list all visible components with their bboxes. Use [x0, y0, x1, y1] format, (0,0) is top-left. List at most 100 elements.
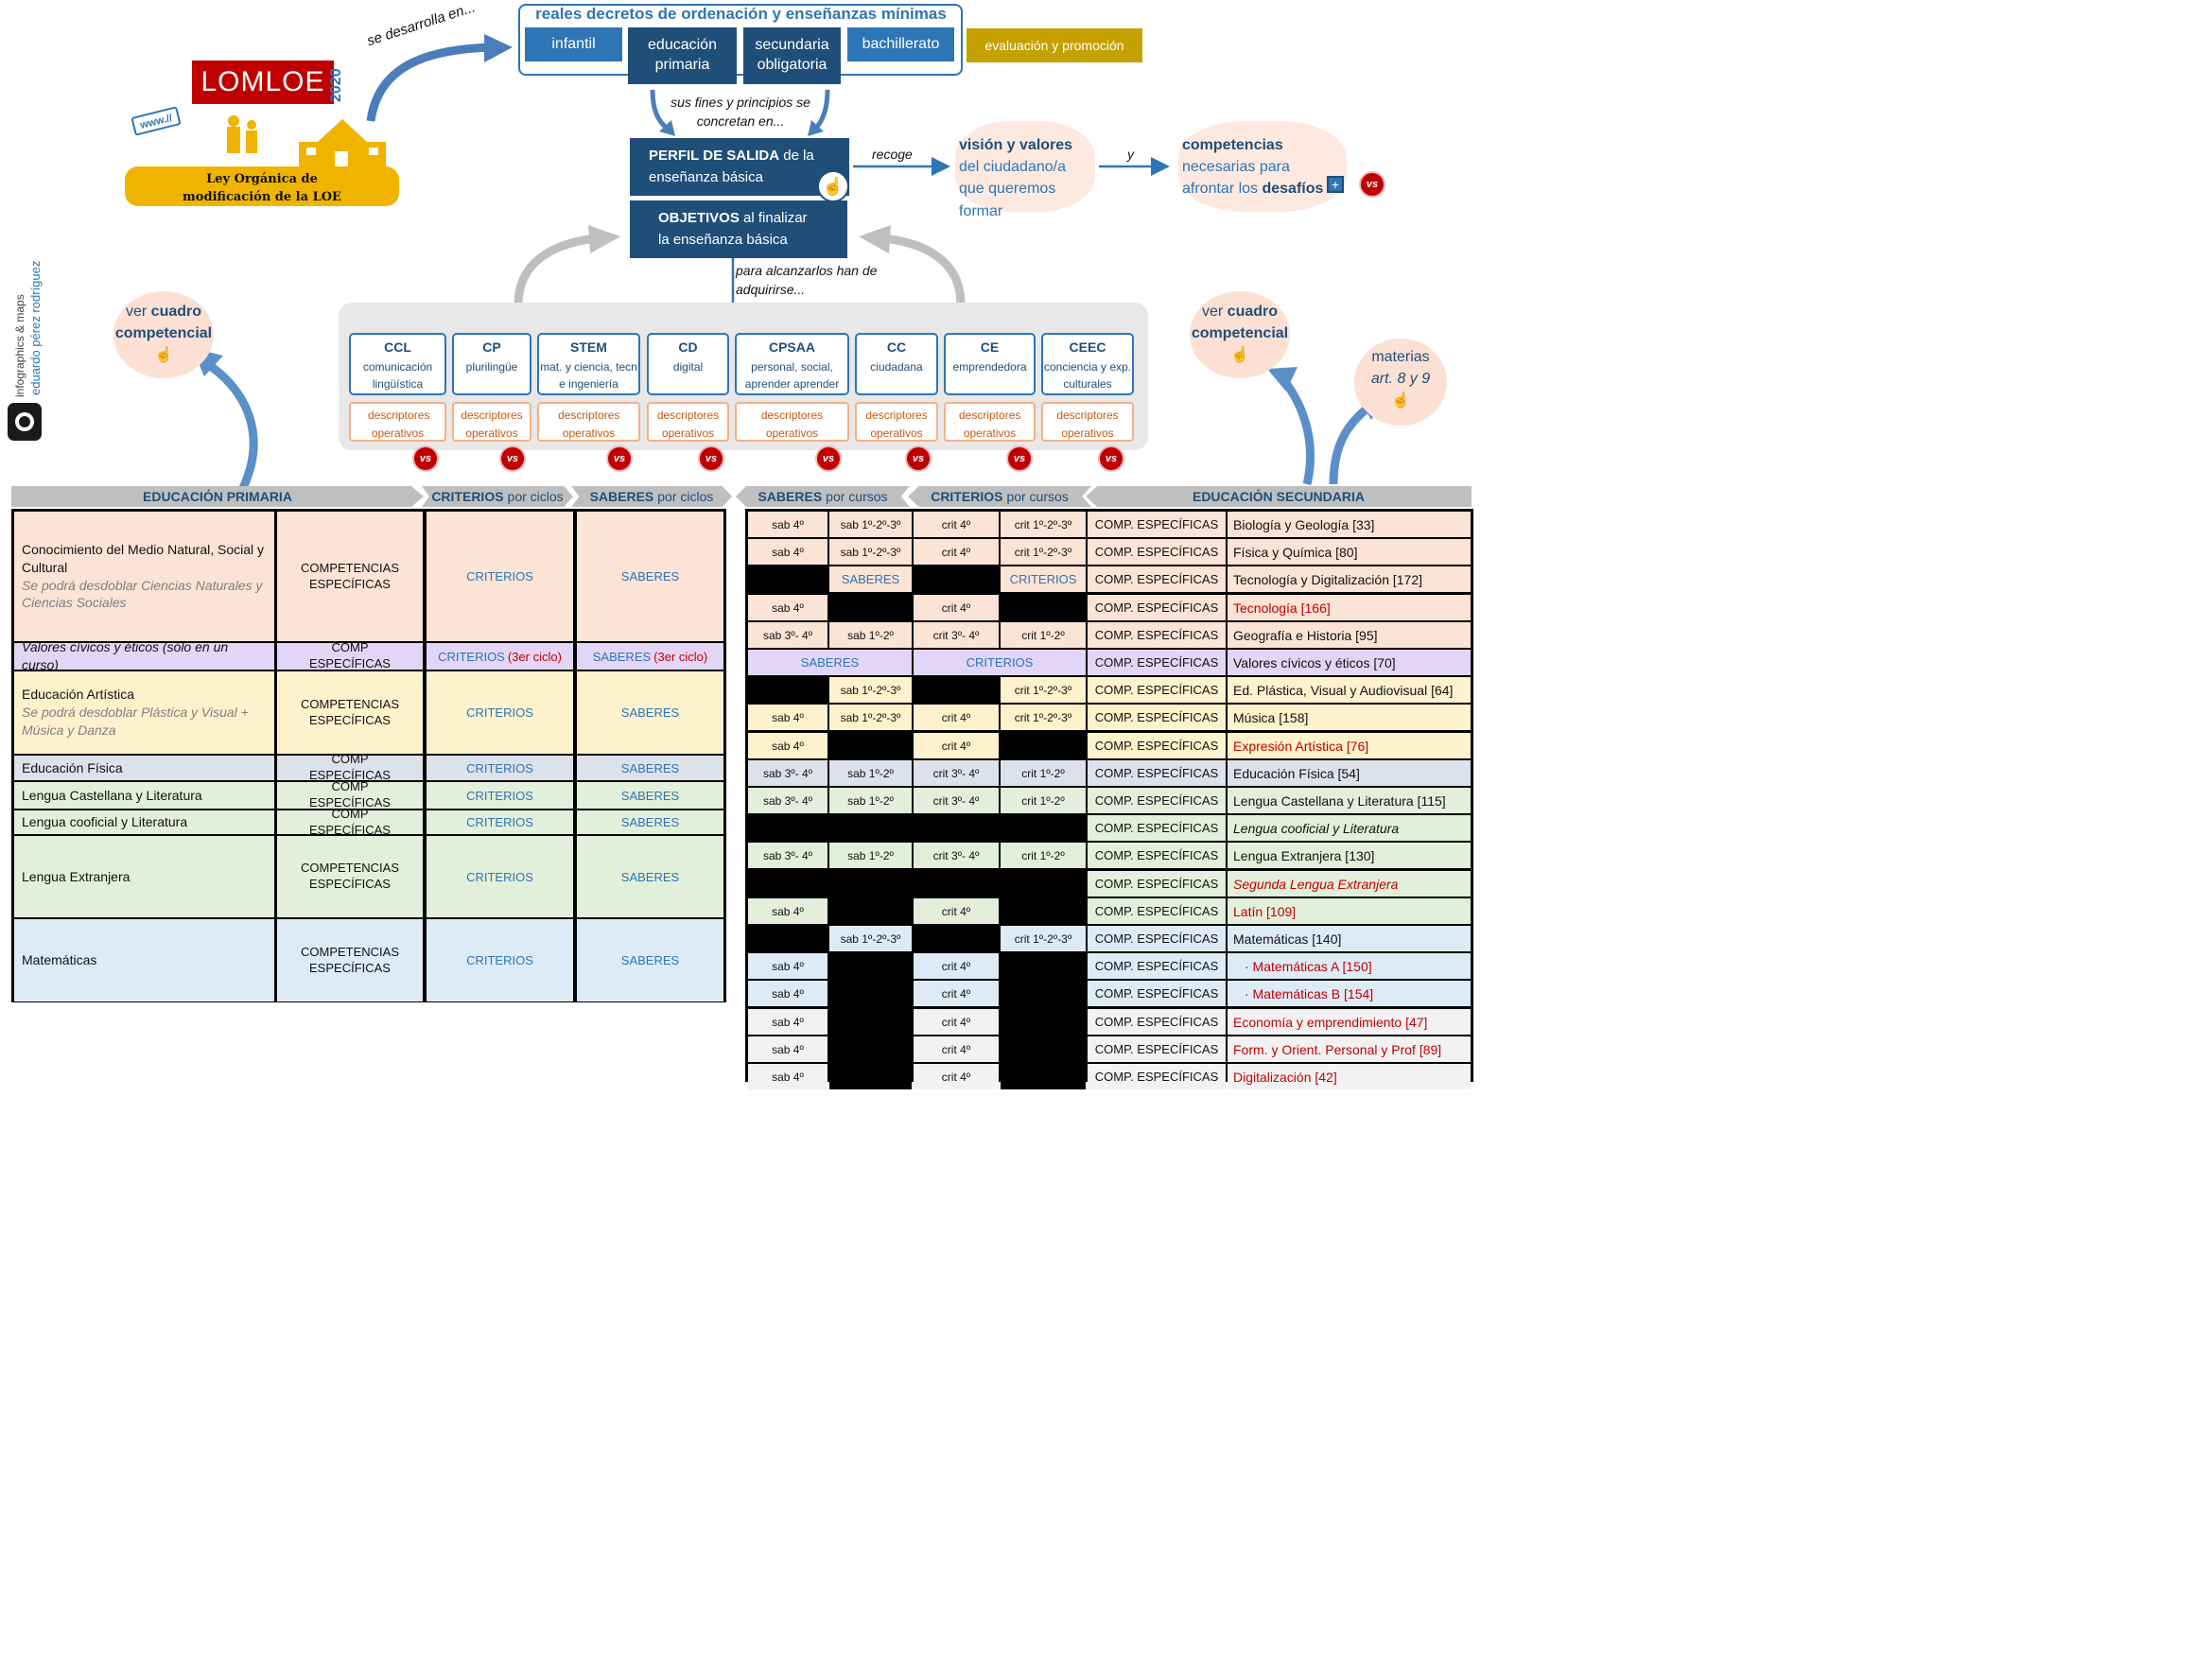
competencias-especificas-cell[interactable]: COMP. ESPECÍFICAS [1088, 1064, 1226, 1089]
criterios-4-cell[interactable]: crit 3º- 4º [914, 622, 999, 648]
secundaria-subject-cell[interactable]: Educación Física [54] [1228, 760, 1471, 786]
saberes-1-3-cell[interactable]: sab 1º-2º-3º [829, 512, 912, 537]
saberes-cell[interactable]: SABERES [577, 671, 723, 754]
criterios-1-3-cell[interactable]: CRITERIOS [1001, 566, 1086, 592]
saberes-cell[interactable]: SABERES [577, 782, 723, 809]
saberes-1-3-cell[interactable]: sab 1º-2º-3º [829, 677, 912, 703]
primaria-subject-cell[interactable]: Lengua Castellana y Literatura [14, 782, 274, 809]
secundaria-subject-cell[interactable]: Expresión Artística [76] [1228, 733, 1471, 758]
saberes-4-cell[interactable]: sab 3º- 4º [748, 843, 827, 868]
vs-icon-cc[interactable]: vs [907, 447, 930, 470]
ver-cuadro-right[interactable]: ver cuadro competencial ☝ [1190, 291, 1290, 378]
secundaria-subject-cell[interactable]: Física y Química [80] [1228, 539, 1471, 565]
criterios-1-3-cell[interactable]: crit 1º-2º [1001, 622, 1086, 648]
competencias-especificas-cell[interactable]: COMP ESPECÍFICAS [277, 779, 423, 810]
saberes-4-cell[interactable]: sab 4º [748, 981, 827, 1006]
descriptores-cpsaa[interactable]: descriptores operativos [735, 402, 849, 442]
primaria-subject-cell[interactable]: Educación Física [14, 756, 274, 780]
stage-secundaria[interactable]: secundaria obligatoria [743, 27, 841, 84]
saberes-4-cell[interactable]: sab 4º [748, 539, 827, 565]
competencias-especificas-cell[interactable]: COMP. ESPECÍFICAS [1088, 760, 1226, 786]
secundaria-subject-cell[interactable]: Tecnología [166] [1228, 595, 1471, 620]
saberes-4-cell[interactable]: sab 4º [748, 512, 827, 537]
saberes-cell[interactable]: SABERES [577, 512, 723, 641]
vs-icon-stem[interactable]: vs [608, 447, 631, 470]
criterios-cell[interactable]: CRITERIOS [427, 782, 573, 809]
criterios-4-cell[interactable]: crit 3º- 4º [914, 843, 999, 868]
criterios-4-cell[interactable]: crit 4º [914, 898, 999, 924]
primaria-subject-cell[interactable]: Lengua Extranjera [14, 836, 274, 917]
criterios-4-cell[interactable]: crit 4º [914, 981, 999, 1006]
competencias-especificas-cell[interactable]: COMP. ESPECÍFICAS [1088, 981, 1226, 1006]
vs-icon-cd[interactable]: vs [700, 447, 723, 470]
competencias-especificas-cell[interactable]: COMP. ESPECÍFICAS [1088, 1009, 1226, 1035]
criterios-cell[interactable]: CRITERIOS(3er ciclo) [427, 643, 573, 670]
saberes-1-3-cell[interactable]: sab 1º-2º [829, 760, 912, 786]
descriptores-stem[interactable]: descriptores operativos [537, 402, 640, 442]
criterios-1-3-cell[interactable]: crit 1º-2º-3º [1001, 926, 1086, 951]
saberes-cell[interactable]: SABERES [577, 919, 723, 1001]
perfil-salida-box[interactable]: PERFIL DE SALIDA de la enseñanza básica [630, 138, 849, 196]
competencias-especificas-cell[interactable]: COMPETENCIAS ESPECÍFICAS [277, 919, 423, 1001]
secundaria-subject-cell[interactable]: Digitalización [42] [1228, 1064, 1471, 1089]
primaria-subject-cell[interactable]: Lengua cooficial y Literatura [14, 810, 274, 834]
competence-ce[interactable]: CE emprendedora [944, 333, 1036, 395]
criterios-4-cell[interactable]: crit 4º [914, 512, 999, 537]
saberes-cell[interactable]: SABERES [577, 756, 723, 780]
competencias-especificas-cell[interactable]: COMP. ESPECÍFICAS [1088, 705, 1226, 730]
competencias-especificas-cell[interactable]: COMP. ESPECÍFICAS [1088, 595, 1226, 620]
secundaria-subject-cell[interactable]: Música [158] [1228, 705, 1471, 730]
secundaria-subject-cell[interactable]: Ed. Plástica, Visual y Audiovisual [64] [1228, 677, 1471, 703]
saberes-4-cell[interactable]: sab 4º [748, 595, 827, 620]
competence-stem[interactable]: STEM mat. y ciencia, tecn e ingeniería [537, 333, 640, 395]
criterios-1-3-cell[interactable]: crit 1º-2º [1001, 788, 1086, 813]
secundaria-subject-cell[interactable]: Tecnología y Digitalización [172] [1228, 566, 1471, 592]
criterios-1-3-cell[interactable]: crit 1º-2º [1001, 843, 1086, 868]
competencias-especificas-cell[interactable]: COMP. ESPECÍFICAS [1088, 650, 1226, 675]
criterios-cell[interactable]: CRITERIOS [427, 671, 573, 754]
competencias-especificas-cell[interactable]: COMP. ESPECÍFICAS [1088, 539, 1226, 565]
materias-bubble[interactable]: materias art. 8 y 9 ☝ [1354, 339, 1447, 426]
saberes-cell[interactable]: SABERES [748, 650, 912, 675]
competencias-especificas-cell[interactable]: COMP ESPECÍFICAS [277, 807, 423, 837]
criterios-cell[interactable]: CRITERIOS [427, 810, 573, 834]
secundaria-subject-cell[interactable]: Lengua Castellana y Literatura [115] [1228, 788, 1471, 813]
competencias-especificas-cell[interactable]: COMP ESPECÍFICAS [277, 752, 423, 782]
saberes-1-3-cell[interactable]: sab 1º-2º-3º [829, 539, 912, 565]
competence-cc[interactable]: CC ciudadana [855, 333, 938, 395]
secundaria-subject-cell[interactable]: Latín [109] [1228, 898, 1471, 924]
competencias-especificas-cell[interactable]: COMP. ESPECÍFICAS [1088, 788, 1226, 813]
competencias-especificas-cell[interactable]: COMP. ESPECÍFICAS [1088, 566, 1226, 592]
criterios-1-3-cell[interactable]: crit 1º-2º-3º [1001, 512, 1086, 537]
competencias-especificas-cell[interactable]: COMPETENCIAS ESPECÍFICAS [277, 671, 423, 754]
saberes-4-cell[interactable]: sab 3º- 4º [748, 622, 827, 648]
secundaria-subject-cell[interactable]: Biología y Geología [33] [1228, 512, 1471, 537]
competence-ccl[interactable]: CCL comunicación lingüística [349, 333, 446, 395]
competencias-especificas-cell[interactable]: COMP. ESPECÍFICAS [1088, 622, 1226, 648]
secundaria-subject-cell[interactable]: Economía y emprendimiento [47] [1228, 1009, 1471, 1035]
competencias-especificas-cell[interactable]: COMP. ESPECÍFICAS [1088, 677, 1226, 703]
saberes-4-cell[interactable]: sab 4º [748, 1036, 827, 1062]
objetivos-box[interactable]: OBJETIVOS al finalizar la enseñanza bási… [630, 200, 847, 258]
secundaria-subject-cell[interactable]: Segunda Lengua Extranjera [1228, 871, 1471, 897]
competence-cp[interactable]: CP plurilingüe [452, 333, 531, 395]
vs-icon-cpsaa[interactable]: vs [817, 447, 840, 470]
primaria-subject-cell[interactable]: Valores cívicos y éticos (sólo en un cur… [14, 639, 274, 672]
competencias-especificas-cell[interactable]: COMPETENCIAS ESPECÍFICAS [277, 836, 423, 917]
competence-cd[interactable]: CD digital [647, 333, 729, 395]
criterios-4-cell[interactable]: crit 4º [914, 1009, 999, 1035]
criterios-1-3-cell[interactable]: crit 1º-2º-3º [1001, 539, 1086, 565]
secundaria-subject-cell[interactable]: Matemáticas [140] [1228, 926, 1471, 951]
saberes-4-cell[interactable]: sab 4º [748, 733, 827, 758]
touch-icon[interactable]: ☝ [817, 170, 849, 202]
criterios-4-cell[interactable]: crit 4º [914, 595, 999, 620]
ver-cuadro-left[interactable]: ver cuadro competencial ☝ [113, 291, 214, 378]
criterios-4-cell[interactable]: crit 4º [914, 1036, 999, 1062]
criterios-4-cell[interactable]: crit 4º [914, 705, 999, 730]
competencias-especificas-cell[interactable]: COMP. ESPECÍFICAS [1088, 815, 1226, 841]
criterios-1-3-cell[interactable]: crit 1º-2º-3º [1001, 677, 1086, 703]
criterios-4-cell[interactable]: crit 4º [914, 733, 999, 758]
saberes-1-3-cell[interactable]: sab 1º-2º-3º [829, 926, 912, 951]
descriptores-cd[interactable]: descriptores operativos [647, 402, 729, 442]
